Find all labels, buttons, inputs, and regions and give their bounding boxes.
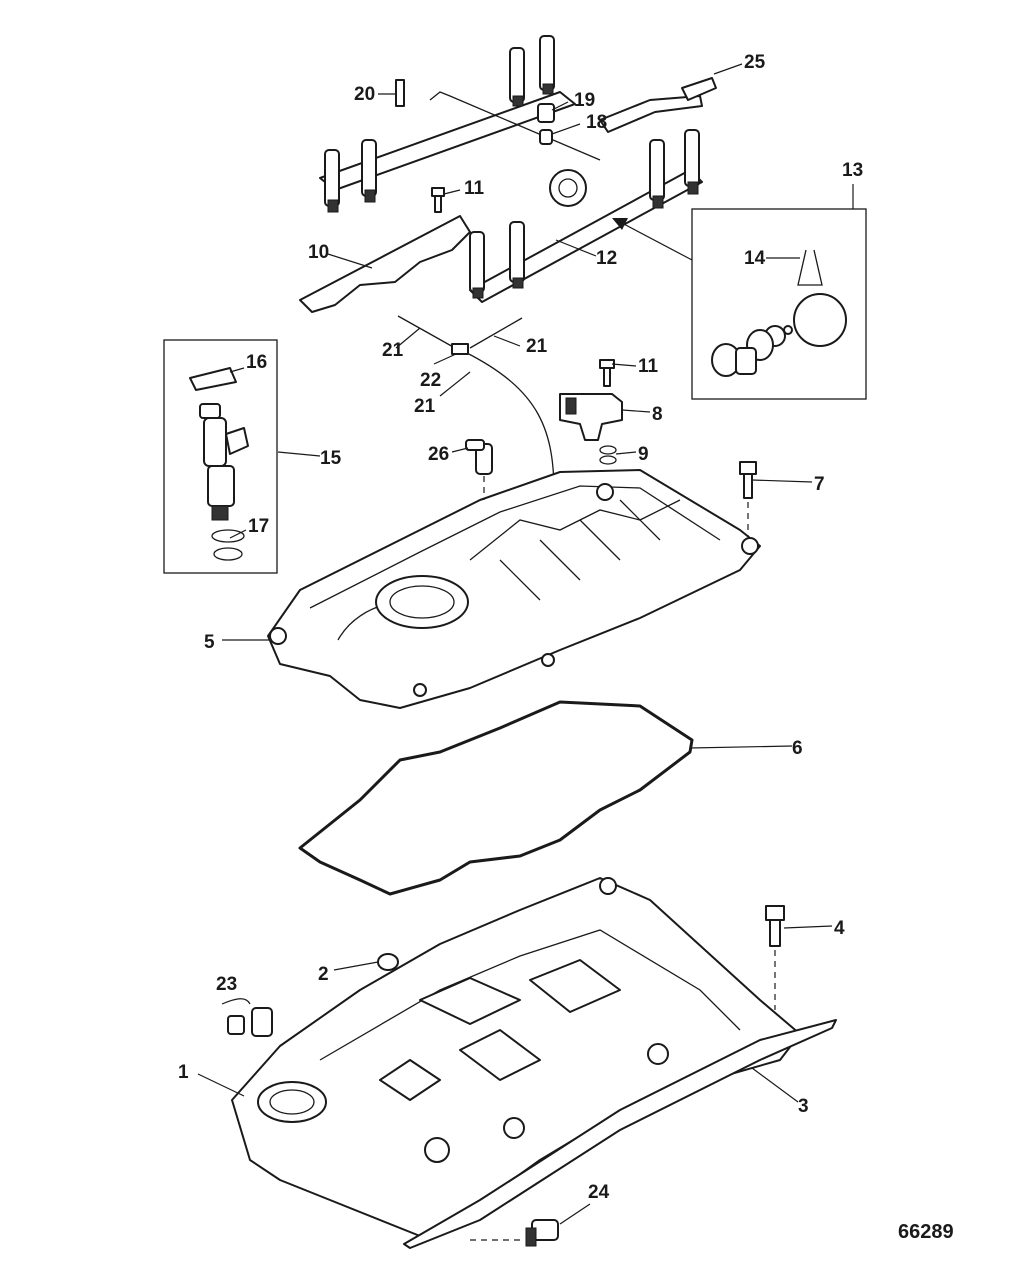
callout-16: 16 [246, 352, 267, 373]
inset-box-pressure-regulator [691, 208, 867, 400]
fuel-rail-assembly [319, 35, 717, 303]
injector-group-right [649, 129, 700, 209]
fitting-26 [465, 439, 493, 475]
callout-24: 24 [588, 1182, 610, 1203]
o-rings-9 [599, 445, 617, 465]
lower-manifold-gasket [403, 1019, 837, 1249]
callout-19: 19 [574, 90, 595, 111]
lower-intake-manifold [231, 877, 801, 1237]
bolt-4 [765, 905, 785, 1010]
callout-22: 22 [420, 370, 441, 391]
bolt-7 [739, 461, 757, 540]
callout-1: 1 [178, 1062, 189, 1083]
injector-group-top [509, 35, 555, 107]
bolt-11-upper [431, 187, 445, 213]
callout-7: 7 [814, 474, 825, 495]
callout-9: 9 [638, 444, 649, 465]
fuel-rail-bracket [299, 215, 471, 313]
fittings-23 [227, 1007, 273, 1037]
callout-5: 5 [204, 632, 215, 653]
callout-3: 3 [798, 1096, 809, 1117]
callout-21-bottom: 21 [414, 396, 436, 417]
injector-group-left [324, 139, 377, 213]
plug-2 [377, 953, 399, 971]
fuel-injector-exploded [189, 367, 249, 561]
callout-6: 6 [792, 738, 803, 759]
callout-14: 14 [744, 248, 766, 269]
figure-reference-number: 66289 [898, 1221, 954, 1243]
callout-18: 18 [586, 112, 607, 133]
callout-13: 13 [842, 160, 863, 181]
callout-15: 15 [320, 448, 342, 469]
callout-21-right: 21 [526, 336, 548, 357]
callout-11-upper: 11 [464, 178, 485, 199]
callout-10: 10 [308, 242, 329, 263]
upper-intake-manifold [267, 469, 761, 709]
callout-26: 26 [428, 444, 449, 465]
callout-labels: 1 2 3 4 5 6 7 8 9 10 11 11 12 13 14 15 1… [178, 52, 863, 1203]
map-sensor [559, 393, 623, 441]
callout-17: 17 [248, 516, 269, 537]
callout-4: 4 [834, 918, 845, 939]
callout-2: 2 [318, 964, 329, 985]
sensor-24 [470, 1219, 559, 1247]
callout-21-left: 21 [382, 340, 404, 361]
callout-20: 20 [354, 84, 375, 105]
callout-12: 12 [596, 248, 617, 269]
bolt-11-lower [599, 359, 615, 387]
pressure-regulator-exploded [711, 249, 847, 377]
inset-box-fuel-injector [163, 339, 278, 574]
upper-manifold-gasket [298, 700, 694, 896]
leader-lines [197, 63, 854, 1225]
callout-25: 25 [744, 52, 766, 73]
callout-23: 23 [216, 974, 237, 995]
injector-group-bottom [469, 221, 525, 299]
callout-8: 8 [652, 404, 663, 425]
callout-11-lower: 11 [638, 356, 659, 377]
